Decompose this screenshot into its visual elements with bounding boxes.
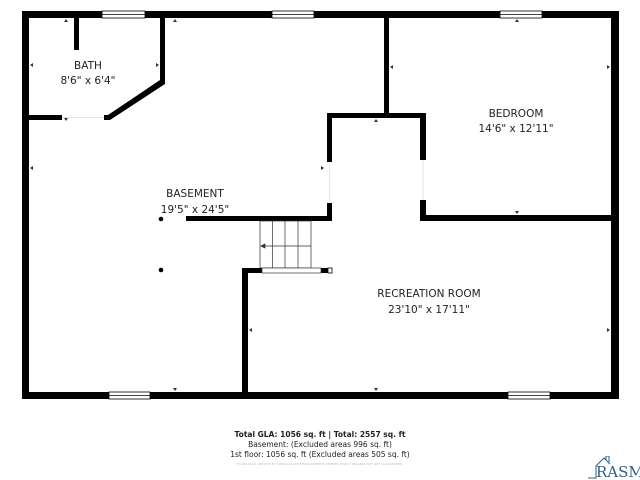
bath-size: 8'6" x 6'4" <box>60 75 115 87</box>
first-floor-area-text: 1st floor: 1056 sq. ft (Excluded areas 5… <box>230 450 410 459</box>
stair-rail-end <box>327 267 333 274</box>
recreation-room-label: RECREATION ROOM <box>377 288 480 300</box>
basement-size: 19'5" x 24'5" <box>161 204 229 216</box>
bath-bottom-wall <box>29 115 62 120</box>
basement-area-text: Basement: (Excluded areas 996 sq. ft) <box>248 440 392 449</box>
rec-room-left-wall <box>242 268 248 399</box>
bedroom-label: BEDROOM <box>489 108 544 120</box>
disclaimer-text: FLOOR PLAN CREATED BY CUBICASA APP. MEAS… <box>237 462 403 466</box>
total-area-text: Total GLA: 1056 sq. ft | Total: 2557 sq.… <box>234 430 406 439</box>
stair-arrow-icon <box>260 243 266 249</box>
bedroom-size: 14'6" x 12'11" <box>478 123 553 135</box>
bath-diagonal-wall <box>104 80 165 120</box>
closet-right-wall-lower <box>420 200 426 221</box>
rasm-logo-icon <box>588 456 611 479</box>
recreation-room-size: 23'10" x 17'11" <box>388 304 470 316</box>
bath-label: BATH <box>74 60 102 72</box>
wall-bottom <box>22 392 619 399</box>
stairs[interactable] <box>259 220 322 274</box>
column-dot <box>158 267 164 273</box>
stair-post <box>321 268 328 273</box>
wall-left <box>22 11 29 399</box>
bedroom-bottom-wall <box>420 215 618 221</box>
bath-right-wall <box>160 18 165 84</box>
basement-label: BASEMENT <box>166 188 224 200</box>
logo-text: RASM <box>596 463 640 480</box>
door-openings <box>62 117 424 203</box>
closet-top-wall <box>327 113 426 118</box>
wall-top <box>22 11 619 18</box>
rec-room-top-wall <box>242 268 262 273</box>
closet-left-wall-upper <box>327 113 332 162</box>
measurement-ticks <box>30 19 610 391</box>
closet-left-wall-lower <box>327 203 332 221</box>
wall-right <box>611 11 619 399</box>
windows <box>101 10 551 400</box>
basement-stair-wall <box>186 216 332 221</box>
bedroom-left-wall <box>384 18 389 115</box>
bath-stub-wall <box>74 18 79 50</box>
walls <box>22 11 619 399</box>
column-dot <box>158 216 164 222</box>
closet-right-wall-upper <box>420 113 426 160</box>
